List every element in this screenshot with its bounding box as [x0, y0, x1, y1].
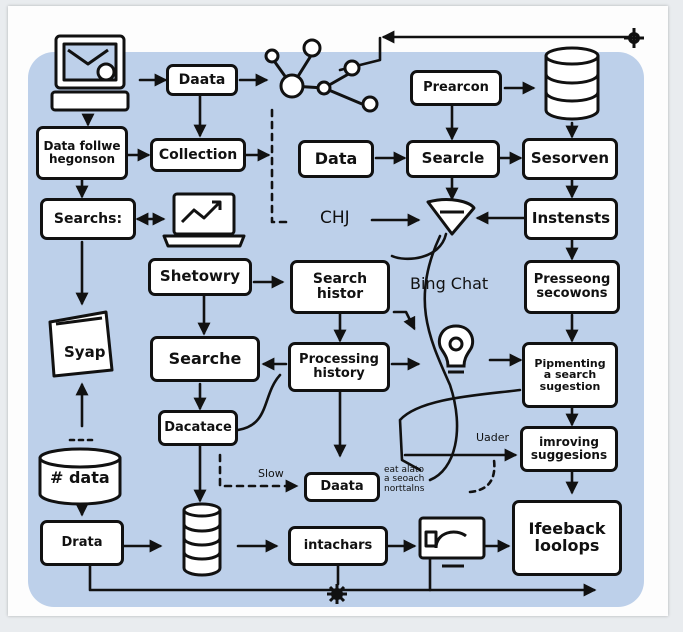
node-search-histor: Search histor: [290, 260, 390, 314]
node-feedback: Ifeeback loolops: [512, 500, 622, 576]
node-intachars: intachars: [288, 526, 388, 566]
arrow-histor-bulb: [392, 310, 416, 331]
node-syap: Syap: [64, 343, 106, 361]
folder-icon: [48, 310, 114, 378]
node-data-small: Daata: [304, 472, 380, 502]
node-drata: Drata: [40, 520, 124, 566]
gear-icon: [624, 28, 644, 48]
node-improving: imroving suggesions: [520, 426, 618, 472]
label-slow: Slow: [258, 467, 284, 480]
node-shetowry: Shetowry: [148, 258, 252, 296]
dashed-note-curve: [468, 458, 496, 494]
node-sesorven: Sesorven: [522, 138, 618, 180]
funnel-icon: [426, 198, 476, 236]
node-data-follow: Data follwe hegonson: [36, 126, 128, 180]
node-data-mid: Data: [298, 140, 374, 178]
label-uader: Uader: [476, 431, 510, 444]
node-searcle: Searcle: [406, 140, 500, 178]
monitor-icon: [418, 516, 486, 568]
database-icon-bottom: [182, 502, 222, 577]
node-dacatace: Dacatace: [158, 410, 238, 446]
network-icon: [264, 38, 379, 113]
node-data-db: # data: [50, 468, 110, 487]
lightbulb-icon: [437, 324, 475, 374]
node-presseong: Presseong secowons: [524, 260, 620, 314]
node-searchs: Searchs:: [40, 198, 136, 240]
arrow-bottom-return: [88, 564, 597, 597]
wire-pipmenting-loop: [398, 388, 522, 472]
node-instensts: Instensts: [524, 198, 618, 240]
gear-icon-bottom: [327, 584, 347, 604]
dashed-dacatace-daata: [218, 453, 299, 493]
dashed-wire-chj: [270, 108, 294, 224]
node-pipmenting: Pipmenting a search sugestion: [522, 342, 618, 408]
cylinder-icon: [38, 447, 122, 506]
node-prearcon: Prearcon: [410, 70, 502, 106]
node-collection: Collection: [150, 138, 246, 172]
label-bing-chat: Bing Chat: [410, 274, 489, 293]
wire-funnel-daata: [423, 234, 459, 482]
node-searche: Searche: [150, 336, 260, 382]
laptop-chart-icon: [162, 192, 246, 248]
laptop-mail-icon: [50, 34, 130, 112]
wire-funnel-loop: [390, 232, 448, 261]
node-data-top: Daata: [166, 64, 238, 96]
database-icon: [544, 46, 600, 121]
label-side-note: eat alato a seoach norttalns: [384, 465, 425, 494]
node-processing-history: Processing history: [288, 342, 390, 392]
wire-processing-dacatace: [236, 373, 282, 432]
label-chj: CHJ: [320, 208, 350, 228]
